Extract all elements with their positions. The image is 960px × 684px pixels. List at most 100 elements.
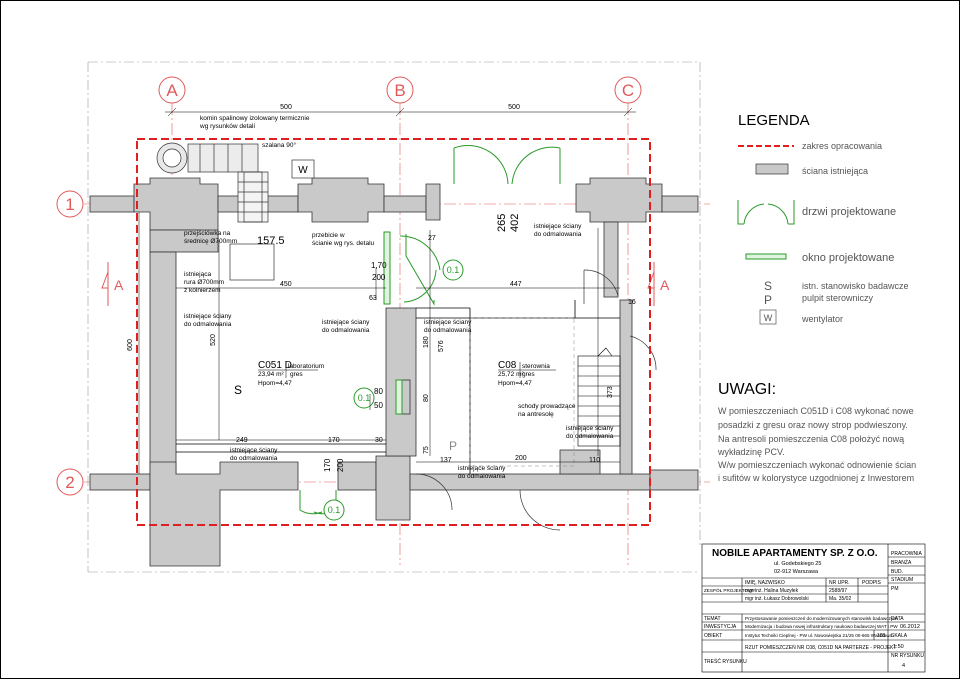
notes-title: UWAGI: [718, 381, 776, 398]
svg-text:gres: gres [290, 371, 303, 378]
grid-bubble-b [386, 76, 414, 104]
tb-street: ul. Godebskiego 25 [774, 561, 821, 567]
note-penwall-1: przebicie w [312, 232, 345, 239]
tb-col-branza: BRANŻA [891, 559, 912, 566]
dim-170c: 170 [323, 458, 332, 472]
legend-item-6: wentylator [801, 314, 843, 324]
legend-item-4: istn. stanowisko badawcze [802, 281, 909, 291]
legend-symbol-w: W [764, 313, 773, 323]
tb-hdr-name: IMIĘ, NAZWISKO [745, 580, 785, 586]
legend-window-swatch [745, 253, 787, 260]
dim-447: 447 [510, 281, 522, 288]
svg-text:Hpom=4,47: Hpom=4,47 [498, 380, 532, 387]
dim-373: 373 [607, 386, 614, 398]
notes-line-0: W pomieszczeniach C051D i C08 wykonać no… [718, 406, 914, 416]
tb-obiekt-label: OBIEKT [704, 633, 722, 639]
dim-265: 265 [496, 214, 508, 232]
room-stamp-c08: C08 sterownia 25,72 m² gres Hpom=4,47 [498, 360, 556, 387]
dim-137: 137 [440, 457, 452, 464]
notes-line-2: Na antresoli pomieszczenia C08 położyć n… [718, 434, 904, 444]
svg-text:C08: C08 [498, 360, 517, 371]
note-stairs-2: na antresolę [518, 411, 554, 418]
svg-text:25,72 m²: 25,72 m² [498, 371, 524, 378]
grid-label-2: 2 [65, 473, 74, 492]
section-mark-left: A [114, 277, 124, 293]
existing-walls [89, 177, 699, 567]
dim-left: 600 [127, 339, 134, 351]
note-chimney-2: wg rysunków detali [199, 123, 255, 130]
tb-hdr-sign: PODPIS [862, 580, 882, 586]
note-wall-5b: do odmalowania [230, 455, 278, 462]
note-penetration-1: przejściówka na [184, 230, 231, 237]
notes: UWAGI: W pomieszczeniach C051D i C08 wyk… [717, 381, 916, 483]
dim-30: 30 [375, 437, 383, 444]
notes-line-5: i sufitów w kolorystyce uzgodnionej z In… [718, 473, 914, 483]
svg-text:laboratorium: laboratorium [288, 363, 324, 370]
dim-80b: 80 [423, 394, 430, 402]
design-window [383, 231, 403, 415]
tb-skala-val: 1:50 [893, 644, 904, 650]
tb-team-label: ZESPÓŁ PROJEKTOWY [704, 587, 755, 593]
grid-bubble-c [614, 76, 642, 104]
svg-text:C051 D: C051 D [258, 360, 292, 371]
door-tag-1 [442, 259, 464, 281]
chimney-duct [156, 142, 315, 281]
note-wall-4b: do odmalowania [534, 231, 582, 238]
dim-80a: 80 [374, 387, 383, 396]
tb-col-stadium: STADIUM [891, 577, 913, 583]
svg-text:gres: gres [522, 371, 535, 378]
room-stamp-c051d: C051 D laboratorium 23,94 m² gres Hpom=4… [258, 360, 324, 387]
grid-label-a: A [166, 81, 178, 100]
dim-180: 180 [423, 336, 430, 348]
tb-nr-obiektu: 188 [877, 633, 886, 639]
tb-inwestycja: Modernizacja i budowa nowej infrastruktu… [745, 624, 898, 629]
legend-wall-swatch [755, 163, 789, 175]
dim-249: 249 [236, 437, 248, 444]
note-wall-3b: do odmalowania [424, 327, 472, 334]
dim-576: 576 [438, 340, 445, 352]
dim-110: 110 [589, 457, 600, 464]
note-wall-5a: istniejące ściany [230, 447, 278, 454]
grid-label-c: C [622, 81, 634, 100]
tb-upr2: Ma. 35/02 [829, 596, 851, 602]
svg-text:Hpom=4,47: Hpom=4,47 [258, 380, 292, 387]
tb-skala-label: SKALA [891, 633, 908, 639]
dim-left2: 520 [210, 334, 217, 346]
tb-company: NOBILE APARTAMENTY SP. Z O.O. [712, 548, 878, 559]
notes-line-1: posadzki z gresu oraz nowy strop podwies… [718, 420, 908, 430]
tb-data-label: DATA [891, 616, 904, 622]
dim-63: 63 [369, 295, 377, 302]
dim-16: 16 [628, 299, 636, 306]
stairs [577, 347, 621, 447]
tb-nr-label: NR RYSUNKU [891, 653, 924, 659]
grid-bubble-a [158, 76, 186, 104]
title-block [701, 543, 926, 673]
tb-inwestycja-label: INWESTYCJA [704, 624, 737, 630]
scope-boundary [136, 138, 651, 526]
dim-200a: 200 [372, 273, 386, 282]
note-pipe-2: rura Ø700mm [184, 279, 224, 286]
dim-402: 402 [509, 214, 521, 232]
door-tag-3-label: 0.1 [328, 505, 341, 515]
legend-door-swatch [737, 200, 795, 225]
dim-75: 75 [423, 446, 430, 454]
door-tag-3 [323, 499, 345, 521]
dim-27: 27 [428, 235, 436, 242]
dim-ab: 500 [280, 104, 292, 111]
note-wall-7a: istniejące ściany [566, 425, 614, 432]
note-wall-1a: istniejące ściany [184, 313, 232, 320]
dim-bc: 500 [508, 104, 520, 111]
note-wall-6b: do odmalowania [458, 473, 506, 480]
dim-170b: 170 [328, 437, 340, 444]
legend-symbol-p: P [764, 293, 772, 307]
dim-200b: 200 [336, 458, 345, 472]
door-tag-2 [353, 387, 375, 409]
note-wall-7b: do odmalowania [566, 433, 614, 440]
svg-text:sterownia: sterownia [522, 363, 550, 370]
note-penetration-2: średnicę Ø700mm [184, 238, 237, 245]
tb-tresc: RZUT POMIESZCZEŃ NR C08, C051D NA PARTER… [745, 644, 896, 651]
note-wall-6a: istniejące ściany [458, 465, 506, 472]
tb-temat: Przystosowanie pomieszczeń do modernizow… [745, 616, 898, 621]
